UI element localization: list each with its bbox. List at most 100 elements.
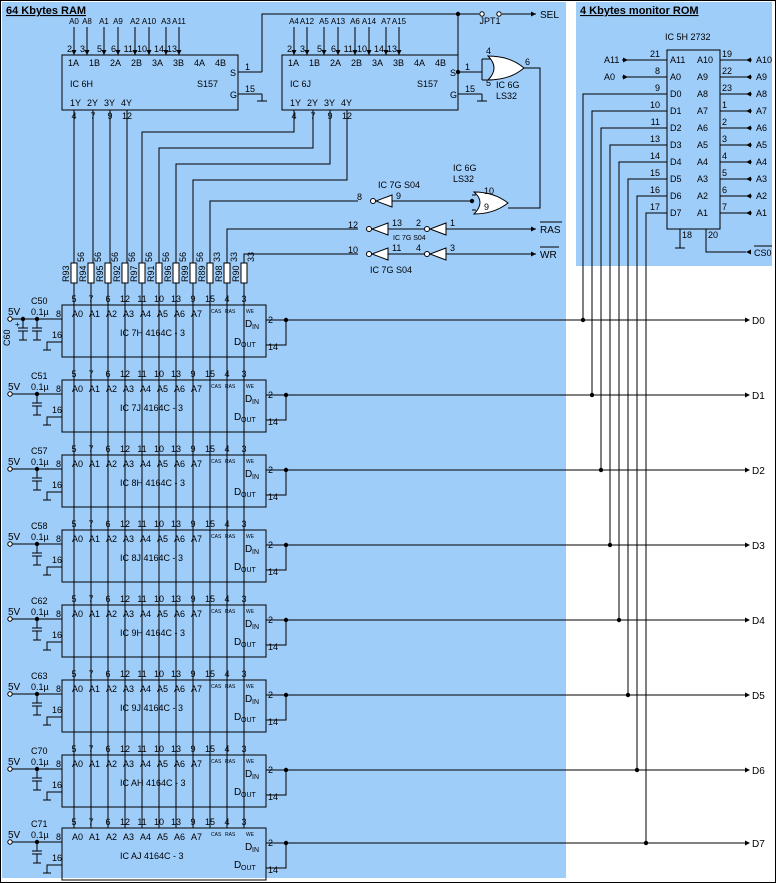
mux-pin-label: 3B <box>393 58 404 68</box>
cap-name: C71 <box>31 819 48 829</box>
ram-pin-label: IN <box>252 549 259 556</box>
ram-pin-label: IN <box>252 474 259 481</box>
pin-number: 6 <box>525 57 530 67</box>
arrow-icon <box>746 57 751 63</box>
pin-number: 5 <box>722 168 727 178</box>
gate-name: IC 6G <box>496 80 520 90</box>
arrow-icon <box>745 617 750 623</box>
pin-number: 3 <box>241 817 246 827</box>
arrow-icon <box>531 11 536 17</box>
pin-number: 8 <box>655 66 660 76</box>
pin-number: 8 <box>357 192 362 202</box>
arrow-icon <box>101 50 107 55</box>
rom-pin-label: A9 <box>697 72 708 82</box>
ram-pin-label: WE <box>246 384 255 390</box>
cs-wire <box>705 229 746 253</box>
cap-name: C51 <box>31 371 48 381</box>
pin-number: 4 <box>486 46 491 56</box>
pin-number: 2 <box>287 44 292 54</box>
mux-pin-label: 4A <box>414 58 425 68</box>
pin-number: 8 <box>56 832 61 842</box>
ram-pin-label: OUT <box>241 865 257 872</box>
pin-number: 6 <box>105 817 110 827</box>
cap-value: 0.1µ <box>31 382 49 392</box>
address-label: A13 <box>331 17 346 26</box>
pin-number: 14 <box>154 44 164 54</box>
pin-number: 6 <box>111 44 116 54</box>
ram-pin-label: A5 <box>157 832 168 842</box>
ram-pin-label: A1 <box>89 534 100 544</box>
resistor-name: R92 <box>112 265 122 282</box>
ram-pin-label: WE <box>246 684 255 690</box>
ram-pin-label: A2 <box>106 534 117 544</box>
pin-number: 9 <box>396 191 401 201</box>
address-label: A8 <box>82 17 92 26</box>
rom-signal-label: A6 <box>756 123 767 133</box>
pin-number: 8 <box>56 759 61 769</box>
pin-number: 16 <box>52 480 62 490</box>
rom-pin-label: A1 <box>697 208 708 218</box>
ram-pin-label: D <box>245 619 252 630</box>
pin-number: 1 <box>465 62 470 72</box>
resistor-name: R97 <box>129 265 139 282</box>
cap-value: 0.1µ <box>31 607 49 617</box>
ram-pin-label: A6 <box>174 609 185 619</box>
pin-number: 13 <box>167 44 177 54</box>
rom-pin-label: D0 <box>670 89 682 99</box>
ram-pin-label: IN <box>252 774 259 781</box>
pin-number: 8 <box>56 384 61 394</box>
terminal-circle <box>496 11 502 17</box>
ground-wire <box>46 864 62 873</box>
ram-pin-label: IN <box>252 699 259 706</box>
resistor-icon <box>155 262 163 284</box>
ram-pin-label: A2 <box>106 832 117 842</box>
pin-number: 4 <box>224 817 229 827</box>
pin-number: 5 <box>486 78 491 88</box>
arrow-icon <box>352 50 358 55</box>
ram-pin-label: A6 <box>174 384 185 394</box>
data-net-label: D2 <box>752 466 765 477</box>
ram-pin-label: D <box>234 712 241 723</box>
or-output-wire <box>508 67 541 209</box>
data-net-label: D5 <box>752 691 765 702</box>
ram-pin-label: WE <box>246 309 255 315</box>
ram-pin-label: A0 <box>72 832 83 842</box>
pin-number: 6 <box>331 44 336 54</box>
rom-pin-label: A11 <box>670 55 685 65</box>
pin-number: 13 <box>171 817 181 827</box>
arrow-icon <box>746 210 751 216</box>
ram-pin-label: A6 <box>174 759 185 769</box>
rom-pin-label: D4 <box>670 157 682 167</box>
ram-pin-label: IN <box>252 399 259 406</box>
address-label: A3 <box>161 17 171 26</box>
ram-pin-label: WE <box>246 534 255 540</box>
pin-number: 3 <box>722 134 727 144</box>
cap-name: C58 <box>31 521 48 531</box>
gate-part: LS32 <box>496 91 517 101</box>
arrow-icon <box>396 50 402 55</box>
or-gate-icon <box>486 55 525 81</box>
ram-pin-label: D <box>234 487 241 498</box>
ram-pin-label: OUT <box>241 567 257 574</box>
ram-pin-label: A4 <box>140 832 151 842</box>
mux-pin-label: 1B <box>309 58 320 68</box>
ram-pin-label: WE <box>246 609 255 615</box>
mux-pin-label: 4A <box>194 58 205 68</box>
rom-signal-label: A4 <box>756 157 767 167</box>
ground-wire <box>46 791 62 800</box>
arrow-icon <box>745 840 750 846</box>
ram-pin-label: IN <box>252 624 259 631</box>
pin-number: 16 <box>650 185 660 195</box>
pin-number: 9 <box>484 202 489 212</box>
cap-value: 0.1µ <box>31 830 49 840</box>
ram-pin-label: CAS <box>211 534 222 540</box>
data-wire <box>266 695 287 721</box>
ram-pin-label: RAS <box>225 384 236 390</box>
rom-signal-label: A8 <box>756 89 767 99</box>
pin-number: 1 <box>245 62 250 72</box>
ram-name: IC 8J 4164C - 3 <box>120 553 183 563</box>
ram-pin-label: D <box>245 694 252 705</box>
ram-pin-label: OUT <box>241 642 257 649</box>
ram-pin-label: D <box>245 842 252 853</box>
arrow-icon <box>71 50 77 55</box>
